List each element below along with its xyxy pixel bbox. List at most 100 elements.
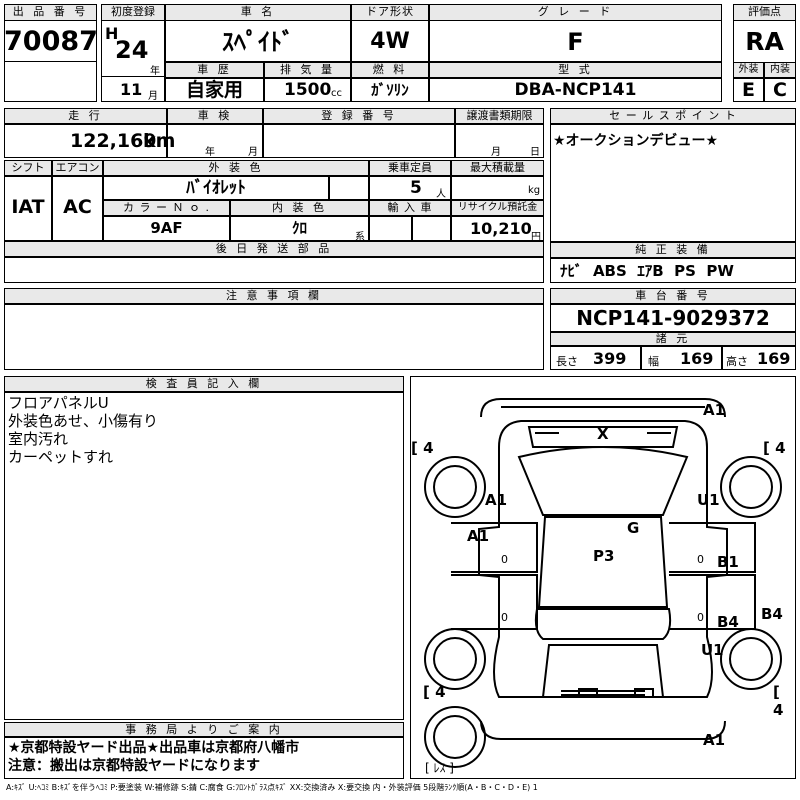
era-letter: H (105, 24, 119, 43)
width-label: 幅 (648, 355, 659, 368)
shift-header: シフト (4, 160, 52, 176)
length-cell (550, 346, 641, 370)
year-unit: 年 (150, 66, 160, 77)
inspection-header: 車 検 (167, 108, 263, 124)
interior-color-header: 内 装 色 (230, 200, 369, 216)
interior-color-cell (230, 216, 369, 241)
history-cell (165, 78, 264, 102)
capacity-header: 乗車定員 (369, 160, 451, 176)
later-parts-header: 後 日 発 送 部 品 (4, 241, 544, 257)
tire-front-left: [ 4 (423, 683, 446, 701)
length-label: 長さ (556, 355, 578, 368)
inspection-year-unit: 年 (205, 147, 215, 158)
office-note-1: ★京都特設ヤード出品★出品車は京都府八幡市 (8, 740, 300, 756)
caution-header: 注 意 事 項 欄 (4, 288, 544, 304)
damage-roof: P3 (593, 547, 615, 565)
inspector-header: 検 査 員 記 入 欄 (4, 376, 404, 392)
car-outline-drawing (424, 398, 782, 768)
mileage: 122,169 (70, 130, 157, 152)
color-cell (103, 176, 329, 200)
lot-divider (4, 61, 97, 62)
transfer-deadline-cell (455, 124, 544, 158)
color-number-header: カ ラ ー Ｎ ｏ . (103, 200, 230, 216)
damage-left-rear-door: A1 (467, 527, 490, 545)
fuel-header: 燃 料 (351, 62, 429, 78)
tire-rear-right: [ 4 (763, 439, 786, 457)
import-header: 輸 入 車 (369, 200, 451, 216)
import-cell (369, 216, 412, 241)
damage-front-bumper: A1 (703, 731, 726, 749)
exterior-grade: E (742, 79, 755, 101)
registration-number-header: 登 録 番 号 (263, 108, 455, 124)
caution-cell (4, 304, 544, 370)
office-note-2: 注意：搬出は京都特設ヤードになります (8, 758, 260, 774)
exterior-color: ﾊﾞｲｵﾚｯﾄ (186, 178, 246, 198)
ac-header: エアコン (52, 160, 103, 176)
score-header: 評価点 (733, 4, 796, 21)
equipment-cell (550, 258, 796, 283)
shift: IAT (11, 196, 45, 218)
chassis-cell (550, 304, 796, 332)
inspection-cell (167, 124, 263, 158)
height: 169 (757, 349, 791, 368)
fuel-cell (351, 78, 429, 102)
chassis-header: 車 台 番 号 (550, 288, 796, 304)
tire-rear-left: [ 4 (411, 439, 434, 457)
damage-right-rear-door: B1 (717, 553, 739, 571)
zero-mark-right-front: 0 (697, 611, 704, 624)
registration-month: 11 (120, 80, 143, 99)
vehicle-history: 自家用 (185, 79, 243, 101)
color-cell-extra (329, 176, 369, 200)
inspector-note-2: 外装色あせ、小傷有り (8, 412, 159, 430)
score: RA (745, 27, 784, 56)
month-unit: 月 (148, 91, 158, 102)
fuel: ｶﾞｿﾘﾝ (371, 81, 409, 99)
transfer-deadline-header: 譲渡書類期限 (455, 108, 544, 124)
sales-point: ★オークションデビュー★ (553, 133, 719, 149)
damage-roof-glass: G (627, 519, 640, 537)
damage-diagram: [ 4 [ 4 [ 4 [ 4 [ ﾚｽ ] A1 X A1 U1 A1 G P… (410, 376, 796, 779)
color-number: 9AF (150, 219, 183, 237)
inspector-note-1: フロアパネルU (8, 394, 109, 412)
mileage-header: 走 行 (4, 108, 167, 124)
color-number-cell (103, 216, 230, 241)
width-cell (641, 346, 722, 370)
equipment-header: 純 正 装 備 (550, 242, 796, 258)
seating-capacity: 5 (410, 178, 422, 198)
damage-left-rear-fender: A1 (485, 491, 508, 509)
grade-header: グ レ ー ド (429, 4, 722, 21)
damage-right-front-fender: U1 (701, 641, 724, 659)
equipment: ﾅﾋﾞ ABS ｴｱB PS PW (560, 262, 734, 280)
interior-color-unit: 系 (355, 232, 365, 243)
displacement-cell (264, 78, 351, 102)
damage-right-sill: B4 (761, 605, 783, 623)
inspection-month-unit: 月 (248, 147, 258, 158)
capacity-cell (369, 176, 451, 200)
spare-tire-label: [ ﾚｽ ] (425, 761, 454, 775)
displacement-unit: cc (331, 88, 342, 99)
inspector-note-3: 室内汚れ (8, 430, 69, 448)
zero-mark-right-rear: 0 (697, 553, 704, 566)
exterior-grade-cell (733, 78, 764, 102)
zero-mark-left-front: 0 (501, 611, 508, 624)
model-code: DBA-NCP141 (514, 80, 637, 100)
recycle-unit: 円 (531, 232, 541, 243)
recycle-header: リサイクル預託金 (451, 200, 544, 216)
zero-mark-left-rear: 0 (501, 553, 508, 566)
interior-color: ｸﾛ (291, 219, 307, 237)
sales-point-cell (550, 124, 796, 242)
load-unit: kg (528, 185, 541, 196)
sales-point-header: セ ー ル ス ポ イ ン ト (550, 108, 796, 124)
damage-right-rear-fender: U1 (697, 491, 720, 509)
car-name-header: 車 名 (165, 4, 351, 21)
specs-header: 諸 元 (550, 332, 796, 346)
office-header: 事 務 局 よ り ご 案 内 (4, 722, 404, 737)
displacement-header: 排 気 量 (264, 62, 351, 78)
exterior-header: 外装 (733, 62, 764, 78)
model-cell (429, 78, 722, 102)
registration-year: 24 (115, 36, 149, 64)
ac-cell (52, 176, 103, 241)
legend: A:ｷｽﾞ U:ﾍｺﾐ B:ｷｽﾞを伴うﾍｺﾐ P:要塗装 W:補修跡 S:錆 … (6, 783, 538, 792)
length: 399 (593, 349, 627, 368)
model-header: 型 式 (429, 62, 722, 78)
